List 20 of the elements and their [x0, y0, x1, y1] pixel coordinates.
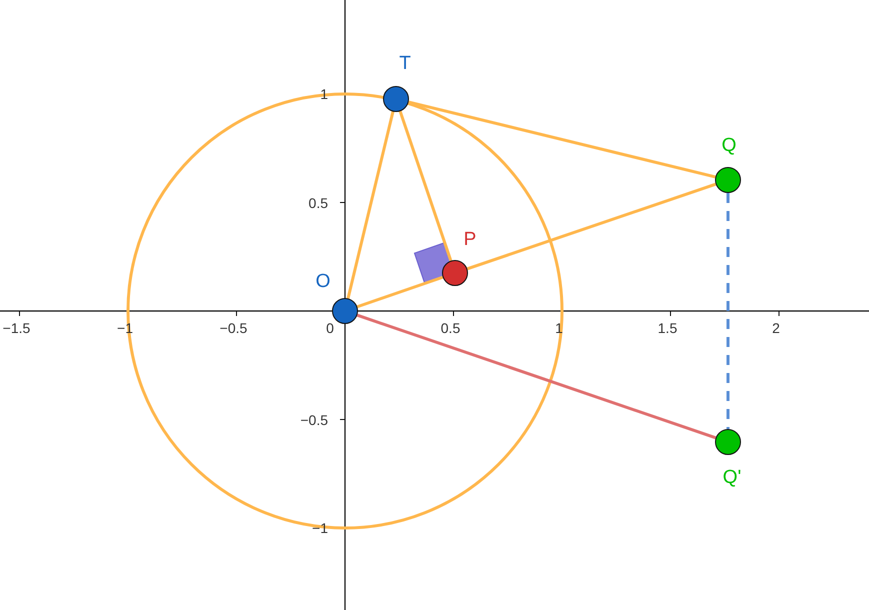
line-segment [408, 100, 716, 178]
point-label: Q' [722, 467, 742, 489]
point-label: P [464, 229, 476, 251]
tick-label: −0.5 [300, 412, 328, 428]
line-segment [356, 314, 716, 440]
tick-label: −0.5 [220, 320, 248, 336]
tick-label: −1.5 [2, 320, 30, 336]
point-label: T [399, 53, 411, 75]
line-segment [398, 110, 452, 262]
tick-label: 0.5 [308, 194, 328, 210]
line-segment [466, 182, 716, 270]
tick-label: 2 [772, 320, 780, 336]
point-label: Q [722, 135, 736, 157]
line-segment [346, 111, 394, 299]
tick-label: 1.5 [658, 320, 678, 336]
dashed-segment [726, 193, 730, 429]
point-label: O [316, 271, 330, 293]
line-segment [356, 276, 444, 308]
tick-label: 0.5 [440, 320, 460, 336]
tick-label: 0 [326, 320, 334, 336]
